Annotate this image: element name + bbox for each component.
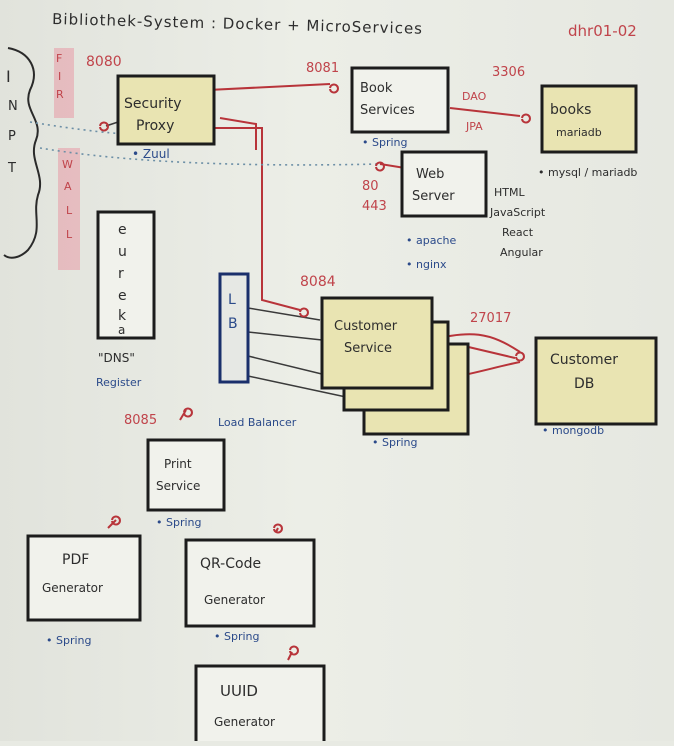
qr-generator-label-2: Generator (204, 593, 265, 607)
print-service-box (146, 438, 226, 512)
input-letter-n: N (8, 99, 18, 114)
lb-box (218, 272, 250, 384)
print-service-note: • Spring (156, 516, 201, 529)
qr-generator-note: • Spring (214, 630, 259, 643)
socket-icon (99, 83, 531, 656)
customer-db-label: Customer (550, 352, 618, 368)
books-db-label: books (550, 102, 591, 118)
book-services-port: 8081 (306, 61, 339, 76)
security-proxy-box (116, 74, 216, 146)
books-db-box (540, 84, 638, 154)
pdf-generator-box (26, 534, 142, 622)
print-service-port: 8085 (124, 413, 157, 428)
eureka-letter-u: u (118, 244, 127, 260)
customer-service-port: 8084 (300, 274, 336, 290)
lb-note: Load Balancer (218, 416, 297, 429)
books-db-dao: DAO (462, 90, 487, 103)
wall-label-l2: L (66, 228, 73, 241)
wall-label: W (62, 158, 73, 171)
customer-service-note: • Spring (372, 436, 417, 449)
customer-db-note: • mongodb (542, 424, 604, 437)
fire-label-r: R (56, 88, 64, 101)
wall-label-a: A (64, 180, 72, 193)
eureka-box (96, 210, 156, 340)
pdf-generator-label: PDF (62, 552, 89, 568)
customer-service-label: Customer (334, 319, 398, 334)
print-service-label: Print (164, 457, 192, 471)
book-services-box (350, 66, 450, 134)
customer-db-label-2: DB (574, 376, 594, 392)
web-server-port-443: 443 (362, 199, 387, 214)
web-server-tech-react: React (502, 226, 534, 239)
eureka-note: Register (96, 376, 142, 389)
qr-generator-label: QR-Code (200, 556, 261, 572)
pdf-generator-label-2: Generator (42, 581, 103, 595)
customer-db-port: 27017 (470, 311, 511, 326)
wall-label-l1: L (66, 204, 73, 217)
web-server-box (400, 150, 488, 218)
books-db-port: 3306 (492, 65, 525, 80)
web-server-tech-angular: Angular (500, 246, 543, 259)
eureka-dns: "DNS" (98, 351, 135, 365)
firewall-top (54, 48, 74, 118)
security-proxy-note: • Zuul (132, 147, 170, 161)
lb-letter-b: B (228, 316, 238, 332)
input-letter-p: P (8, 129, 16, 144)
web-server-label-2: Server (412, 189, 455, 204)
web-server-tech-html: HTML (494, 186, 525, 199)
input-letter-i: I (6, 67, 11, 86)
diagram-title: Bibliothek-System : Docker + MicroServic… (52, 10, 423, 38)
eureka-letter-e: e (118, 222, 127, 238)
customer-service-box (320, 296, 434, 390)
uuid-generator-label: UUID (220, 682, 258, 700)
diagram-date: dhr01-02 (568, 22, 637, 40)
book-services-label: Book (360, 81, 393, 96)
qr-generator-box (184, 538, 316, 628)
security-proxy-port: 8080 (86, 54, 122, 70)
web-server-note-apache: • apache (406, 234, 456, 247)
web-server-tech-js: JavaScript (489, 206, 546, 219)
book-services-label-2: Services (360, 103, 415, 118)
pdf-generator-note: • Spring (46, 634, 91, 647)
eureka-letter-a: a (118, 323, 125, 337)
fire-label: F (56, 52, 62, 65)
eureka-letter-k: k (118, 308, 127, 324)
web-server-note-nginx: • nginx (406, 258, 447, 271)
security-proxy-label-2: Proxy (136, 118, 174, 134)
firewall-bottom (58, 148, 80, 270)
uuid-generator-box (194, 664, 326, 746)
eureka-letter-r: r (118, 266, 124, 282)
print-service-label-2: Service (156, 479, 200, 493)
lb-letter-l: L (228, 292, 236, 308)
eureka-letter-e2: e (118, 288, 127, 304)
security-proxy-label: Security (124, 96, 182, 112)
input-bracket (3, 47, 42, 259)
book-services-note: • Spring (362, 136, 407, 149)
uuid-generator-label-2: Generator (214, 715, 275, 729)
input-letter-t: T (7, 161, 16, 176)
books-db-note: • mysql / mariadb (538, 166, 637, 179)
customer-service-label-2: Service (344, 341, 392, 356)
books-db-label-2: mariadb (556, 126, 602, 139)
web-server-label: Web (416, 167, 444, 182)
web-server-port-80: 80 (362, 179, 379, 194)
fire-label-i: I (58, 70, 61, 83)
books-db-jpa: JPA (465, 120, 483, 133)
customer-db-box (534, 336, 658, 426)
